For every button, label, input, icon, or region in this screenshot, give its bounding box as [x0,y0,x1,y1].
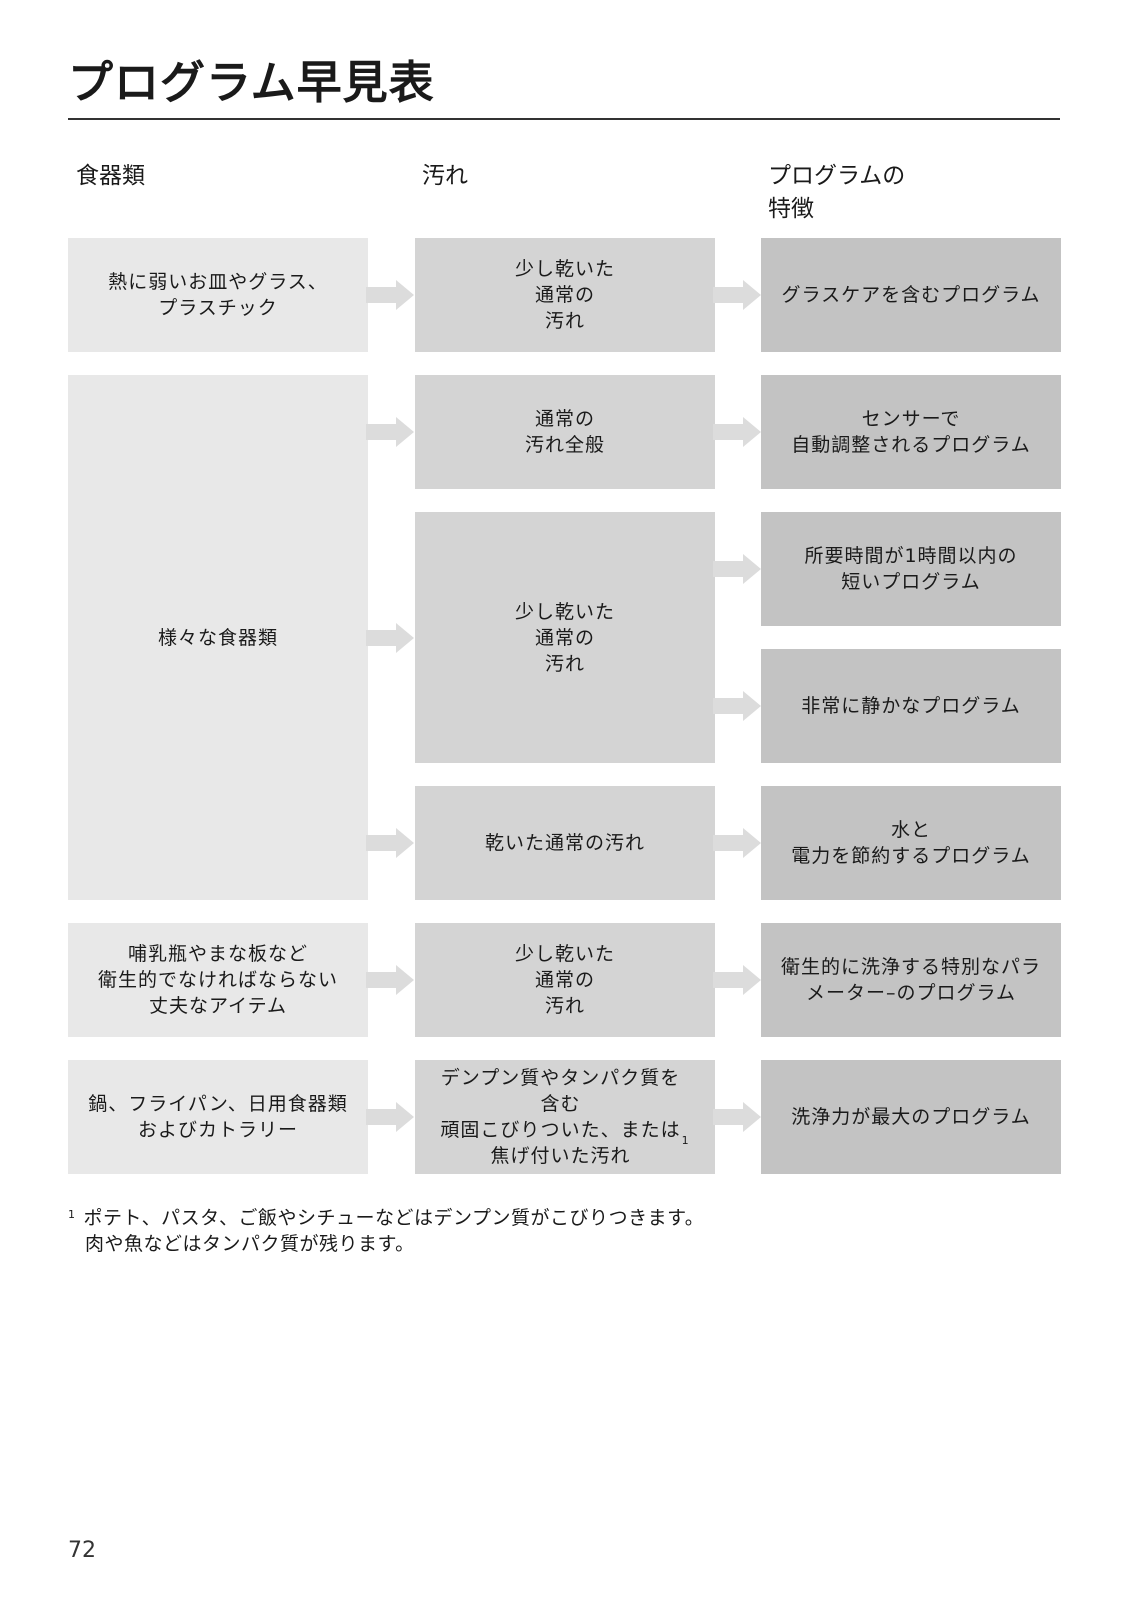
program-box-quiet: 非常に静かなプログラム [761,649,1061,763]
soil-box-light-dry: 少し乾いた 通常の 汚れ [415,238,715,352]
arrow-right-icon [366,1100,416,1134]
soil-label: 乾いた通常の汚れ [484,832,645,854]
program-label: グラスケアを含むプログラム [781,284,1041,306]
arrow-right-icon [366,963,416,997]
dishes-label: 熱に弱いお皿やグラス、 プラスチック [108,271,328,319]
program-box-short: 所要時間が1時間以内の 短いプログラム [761,512,1061,626]
soil-label: 少し乾いた 通常の 汚れ [514,943,615,1017]
dishes-label: 哺乳瓶やまな板など 衛生的でなければならない 丈夫なアイテム [97,943,338,1017]
footnote-ref: 1 [681,1134,690,1147]
program-box-eco: 水と 電力を節約するプログラム [761,786,1061,900]
soil-label: 少し乾いた 通常の 汚れ [514,600,615,675]
program-label: 所要時間が1時間以内の 短いプログラム [804,545,1018,593]
footnote: 1 ポテト、パスタ、ご飯やシチューなどはデンプン質がこびりつきます。 肉や魚などは… [68,1202,704,1257]
arrow-right-icon [713,552,763,586]
arrow-right-icon [713,689,763,723]
dishes-label: 様々な食器類 [157,626,278,649]
arrow-right-icon [713,826,763,860]
header-dishes: 食器類 [76,163,145,189]
dishes-box-heat-sensitive: 熱に弱いお皿やグラス、 プラスチック [68,238,368,352]
soil-label: 通常の 汚れ全般 [524,408,605,456]
dishes-box-various: 様々な食器類 [68,375,368,900]
header-program: プログラムの 特徴 [768,163,906,222]
arrow-right-icon [366,826,416,860]
dishes-box-hygiene: 哺乳瓶やまな板など 衛生的でなければならない 丈夫なアイテム [68,923,368,1037]
arrow-right-icon [713,1100,763,1134]
soil-label: 少し乾いた 通常の 汚れ [514,258,615,332]
dishes-label: 鍋、フライパン、日用食器類 およびカトラリー [88,1093,348,1141]
arrow-right-icon [713,963,763,997]
page-number: 72 [68,1538,96,1563]
arrow-right-icon [713,278,763,312]
header-soil: 汚れ [422,163,468,189]
program-label: 洗浄力が最大のプログラム [791,1106,1031,1128]
arrow-right-icon [366,278,416,312]
soil-box-light-dry-3: 少し乾いた 通常の 汚れ [415,923,715,1037]
program-label: 衛生的に洗浄する特別なパラ メーター–のプログラム [780,956,1041,1004]
footnote-line-1: ポテト、パスタ、ご飯やシチューなどはデンプン質がこびりつきます。 [83,1207,705,1229]
footnote-line-2: 肉や魚などはタンパク質が残ります。 [85,1233,415,1255]
title-rule [68,118,1060,120]
arrow-right-icon [366,415,416,449]
program-label: 水と 電力を節約するプログラム [791,819,1031,867]
program-box-intensive: 洗浄力が最大のプログラム [761,1060,1061,1174]
program-box-sensor: センサーで 自動調整されるプログラム [761,375,1061,489]
footnote-mark: 1 [68,1208,76,1221]
soil-box-normal-general: 通常の 汚れ全般 [415,375,715,489]
soil-box-light-dry-2: 少し乾いた 通常の 汚れ [415,512,715,763]
program-label: センサーで 自動調整されるプログラム [791,408,1031,456]
soil-box-dried-normal: 乾いた通常の汚れ [415,786,715,900]
arrow-right-icon [366,621,416,655]
program-box-glass-care: グラスケアを含むプログラム [761,238,1061,352]
program-box-hygiene: 衛生的に洗浄する特別なパラ メーター–のプログラム [761,923,1061,1037]
soil-label: デンプン質やタンパク質を 含む 頑固こびりついた、または 焦げ付いた汚れ [440,1067,681,1167]
program-label: 非常に静かなプログラム [801,695,1021,717]
page-title: プログラム早見表 [68,56,435,109]
arrow-right-icon [713,415,763,449]
dishes-box-pots: 鍋、フライパン、日用食器類 およびカトラリー [68,1060,368,1174]
